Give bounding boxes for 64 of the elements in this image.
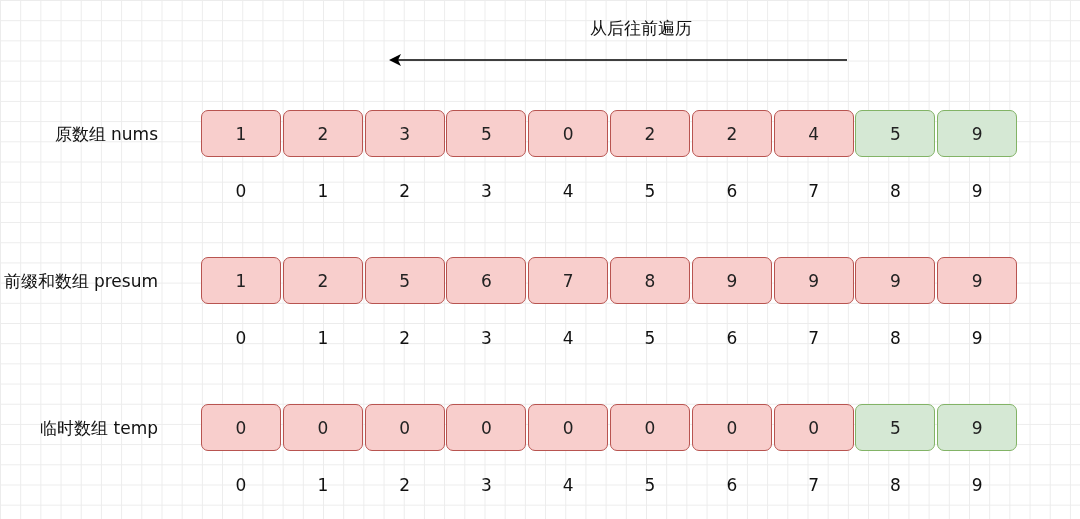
array-cell: 0 [528, 404, 609, 451]
index-label: 2 [399, 475, 410, 495]
array-cell: 9 [937, 404, 1018, 451]
index-label: 6 [726, 475, 738, 495]
array-cell: 9 [855, 257, 936, 304]
index-label: 7 [808, 328, 819, 348]
array-cell: 5 [446, 110, 527, 157]
array-cell: 7 [528, 257, 609, 304]
array-cell: 2 [282, 110, 363, 157]
array-cell: 0 [201, 404, 281, 451]
index-label: 9 [971, 181, 983, 201]
array-cell: 0 [528, 110, 609, 157]
index-label: 4 [562, 475, 574, 495]
array-cell: 0 [364, 404, 445, 451]
array-cell: 9 [773, 257, 854, 304]
row-label: 临时数组 temp [40, 416, 158, 440]
array-cell: 0 [773, 404, 854, 451]
index-label: 7 [808, 181, 819, 201]
array-cell: 0 [446, 404, 527, 451]
index-label: 8 [890, 475, 901, 495]
index-label: 4 [562, 181, 574, 201]
index-label: 6 [726, 181, 738, 201]
index-label: 2 [399, 328, 410, 348]
row-label: 前缀和数组 presum [3, 269, 158, 293]
array-cell: 1 [201, 257, 281, 304]
array-cell: 8 [610, 257, 690, 304]
index-label: 3 [481, 475, 492, 495]
index-label: 7 [808, 475, 819, 495]
index-label: 5 [644, 181, 656, 201]
index-label: 4 [562, 328, 574, 348]
array-cell: 2 [282, 257, 363, 304]
array-cell: 1 [201, 110, 281, 157]
index-label: 2 [399, 181, 410, 201]
index-label: 6 [726, 328, 738, 348]
array-cell: 9 [691, 257, 772, 304]
array-cell: 5 [364, 257, 445, 304]
index-label: 9 [971, 475, 983, 495]
index-label: 3 [481, 181, 492, 201]
index-label: 1 [317, 181, 329, 201]
index-label: 0 [235, 328, 247, 348]
array-cell: 4 [773, 110, 854, 157]
array-cell: 5 [855, 404, 936, 451]
row-label: 原数组 nums [54, 122, 158, 146]
array-cell: 6 [446, 257, 527, 304]
index-label: 8 [890, 181, 901, 201]
array-cell: 9 [937, 110, 1018, 157]
index-label: 0 [235, 475, 247, 495]
array-cell: 2 [610, 110, 690, 157]
index-label: 5 [644, 328, 656, 348]
index-label: 5 [644, 475, 656, 495]
array-cell: 0 [282, 404, 363, 451]
index-label: 1 [317, 328, 329, 348]
array-cell: 9 [937, 257, 1018, 304]
index-label: 8 [890, 328, 901, 348]
index-label: 1 [317, 475, 329, 495]
index-label: 3 [481, 328, 492, 348]
array-cell: 0 [610, 404, 690, 451]
array-cell: 0 [691, 404, 772, 451]
array-cell: 3 [364, 110, 445, 157]
index-label: 0 [235, 181, 247, 201]
direction-caption: 从后往前遍历 [590, 16, 692, 40]
array-cell: 5 [855, 110, 936, 157]
array-cell: 2 [691, 110, 772, 157]
index-label: 9 [971, 328, 983, 348]
